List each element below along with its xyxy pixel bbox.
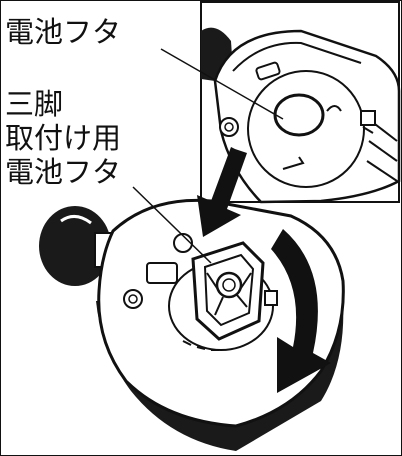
callout-leader-top xyxy=(160,48,284,120)
tripod-mount-icon xyxy=(191,241,265,341)
inset-panel xyxy=(200,1,401,204)
callout-tripod-battery-cover: 三脚 取付け用 電池フタ xyxy=(3,87,124,189)
callout-line: 三脚 xyxy=(5,87,64,121)
rotation-arrow-icon xyxy=(271,229,331,393)
lock-tab-icon xyxy=(360,110,376,134)
callout-battery-cover: 電池フタ xyxy=(3,15,124,49)
callout-line: 電池フタ xyxy=(5,155,122,189)
downward-arrow-icon xyxy=(197,147,247,237)
callout-leader-bottom xyxy=(132,186,212,264)
callout-line: 取付け用 xyxy=(5,121,122,155)
lock-tab-icon xyxy=(264,290,278,306)
screw-icon xyxy=(219,117,239,137)
screw-icon xyxy=(123,289,143,309)
